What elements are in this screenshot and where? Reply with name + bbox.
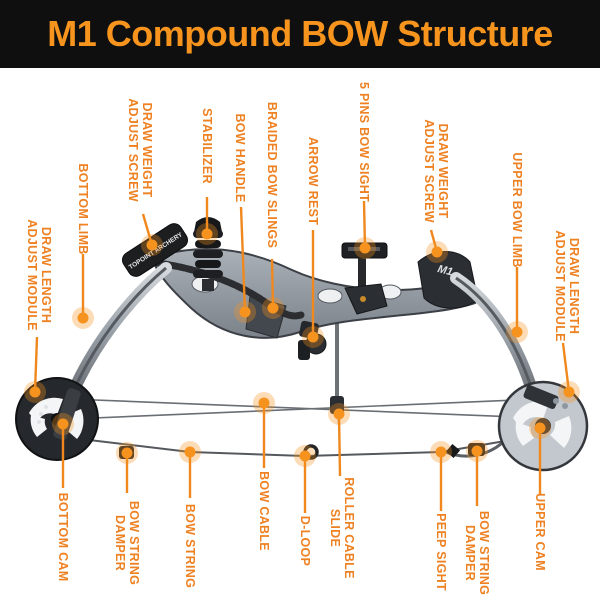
draw-length-adjust-module-left-dot (29, 386, 41, 398)
upper-bow-limb-dot (511, 326, 523, 338)
roller-cable-slide-dot (333, 408, 345, 420)
draw-length-adjust-module-left-leader (33, 336, 39, 393)
five-pins-bow-sight-dot (359, 242, 371, 254)
page-title: M1 Compound BOW Structure (47, 13, 553, 54)
draw-length-adjust-module-right-dot (563, 386, 575, 398)
arrow-rest-dot (307, 331, 319, 343)
braided-bow-slings-leader (270, 258, 275, 309)
bow-cable-dot (258, 397, 270, 409)
bow-handle-dot (239, 306, 251, 318)
upper-cam-dot (534, 422, 546, 434)
bow-string-damper-left-dot (121, 447, 133, 459)
bow-sight-part (341, 242, 388, 315)
bottom-cam-dot (57, 418, 69, 430)
model-text: M1 (436, 263, 454, 278)
title-banner: M1 Compound BOW Structure (0, 0, 600, 68)
bottom-limb-part (66, 262, 172, 400)
draw-weight-adjust-screw-left-dot (146, 239, 158, 251)
five-pins-bow-sight-leader (362, 200, 367, 249)
d-loop-dot (299, 450, 311, 462)
peep-sight-dot (435, 446, 447, 458)
bow-string-dot (184, 446, 196, 458)
bottom-limb-dot (77, 312, 89, 324)
bottom-limb-edge (70, 266, 167, 395)
upper-limb-edge (455, 276, 536, 397)
draw-length-adjust-module-right-leader (561, 342, 571, 393)
bow-string-damper-right-dot (471, 445, 483, 457)
bow-handle-leader (239, 206, 247, 313)
limb-pocket-right: M1 (417, 251, 479, 309)
draw-weight-adjust-screw-right-dot (431, 246, 443, 258)
stabilizer-dot (201, 228, 213, 240)
braided-sling (146, 258, 305, 320)
braided-bow-slings-dot (267, 302, 279, 314)
roller-cable-slide-leader (337, 413, 342, 477)
